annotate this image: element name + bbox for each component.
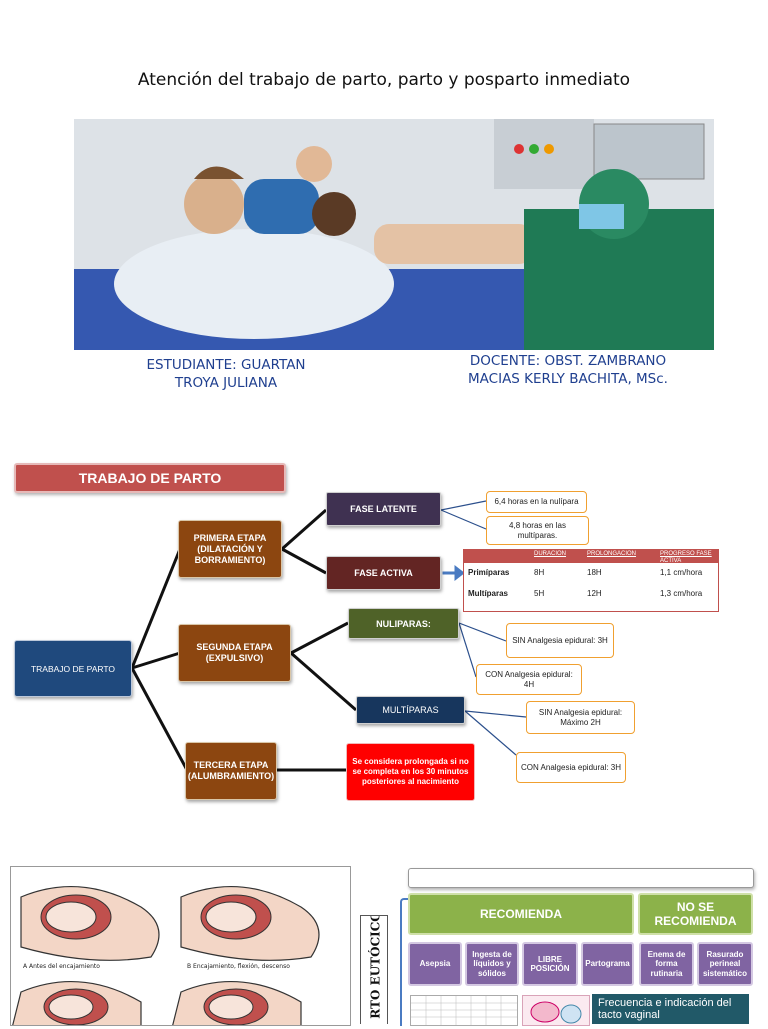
table-row-label: Primíparas	[468, 568, 510, 577]
latent-nulipara-box: 6,4 horas en la nulípara	[486, 491, 587, 513]
stage-two-node: SEGUNDA ETAPA (EXPULSIVO)	[178, 624, 291, 682]
eutocic-side-frame: RTO EUTÓCICO	[360, 915, 388, 1024]
table-cell: 1,1 cm/hora	[660, 568, 703, 577]
table-header-prolongation: PROLONGACION	[587, 551, 637, 557]
active-phase-table: DURACION PROLONGACION PROGRESO FASE ACTI…	[463, 549, 719, 612]
table-row-label: Multíparas	[468, 589, 509, 598]
diagram-connectors	[130, 500, 527, 772]
root-node: TRABAJO DE PARTO	[14, 640, 132, 697]
nul-con-epidural-box: CON Analgesia epidural: 4H	[476, 664, 582, 695]
latent-phase-node: FASE LATENTE	[326, 492, 441, 526]
table-cell: 12H	[587, 589, 602, 598]
diagram-header: TRABAJO DE PARTO	[14, 463, 286, 493]
delivery-room-photo	[74, 119, 714, 350]
table-header-row	[464, 550, 718, 563]
nuliparas-node: NULIPARAS:	[348, 608, 459, 639]
table-cell: 1,3 cm/hora	[660, 589, 703, 598]
eutocic-side-label: RTO EUTÓCICO	[368, 915, 383, 1019]
item-asepsia: Asepsia	[408, 942, 462, 986]
eutocic-title-bar	[408, 868, 754, 888]
tacto-vaginal-box: Frecuencia e indicación del tacto vagina…	[592, 994, 749, 1024]
active-phase-node: FASE ACTIVA	[326, 556, 441, 590]
fetal-position-figure: A Antes del encajamiento B Encajamiento,…	[10, 866, 351, 1029]
item-enema: Enema de forma rutinaria	[639, 942, 694, 986]
nul-sin-epidural-box: SIN Analgesia epidural: 3H	[506, 623, 614, 658]
table-header-duration: DURACION	[534, 551, 567, 557]
cervix-drawing	[530, 1001, 582, 1024]
item-libre-posicion: LIBRE POSICIÓN	[522, 942, 578, 986]
item-rasurado: Rasurado perineal sistemático	[697, 942, 753, 986]
recomienda-header: RECOMIENDA	[408, 893, 634, 935]
fetal-position-sketches	[11, 885, 320, 1029]
cervix-illustration	[522, 995, 590, 1026]
delivery-scene-illustration	[74, 119, 714, 350]
eutocic-bracket	[400, 898, 408, 1026]
table-cell: 5H	[534, 589, 545, 598]
student-caption: ESTUDIANTE: GUARTAN TROYA JULIANA	[146, 357, 306, 391]
teacher-caption: DOCENTE: OBST. ZAMBRANO MACIAS KERLY BAC…	[468, 353, 668, 387]
figure-label-a: A Antes del encajamiento	[23, 963, 100, 970]
partograma-thumbnail	[410, 995, 518, 1026]
item-partograma: Partograma	[581, 942, 634, 986]
figure-label-b: B Encajamiento, flexión, descenso	[187, 963, 290, 970]
page-title: Atención del trabajo de parto, parto y p…	[137, 70, 631, 90]
partograma-grid	[411, 996, 517, 1025]
latent-multipara-box: 4,8 horas en las multíparas.	[486, 516, 589, 545]
no-recomienda-header: NO SE RECOMIENDA	[638, 893, 753, 935]
multiparas-node: MULTÍPARAS	[356, 696, 465, 724]
table-cell: 8H	[534, 568, 545, 577]
stage-three-note: Se considera prolongada si no se complet…	[346, 743, 475, 801]
item-ingesta: Ingesta de líquidos y sólidos	[465, 942, 519, 986]
stage-one-node: PRIMERA ETAPA (DILATACIÓN Y BORRAMIENTO)	[178, 520, 282, 578]
stage-three-node: TERCERA ETAPA (ALUMBRAMIENTO)	[185, 742, 277, 800]
table-header-progress: PROGRESO FASE ACTIVA	[660, 551, 712, 564]
mul-con-epidural-box: CON Analgesia epidural: 3H	[516, 752, 626, 783]
mul-sin-epidural-box: SIN Analgesia epidural: Máximo 2H	[526, 701, 635, 734]
table-cell: 18H	[587, 568, 602, 577]
